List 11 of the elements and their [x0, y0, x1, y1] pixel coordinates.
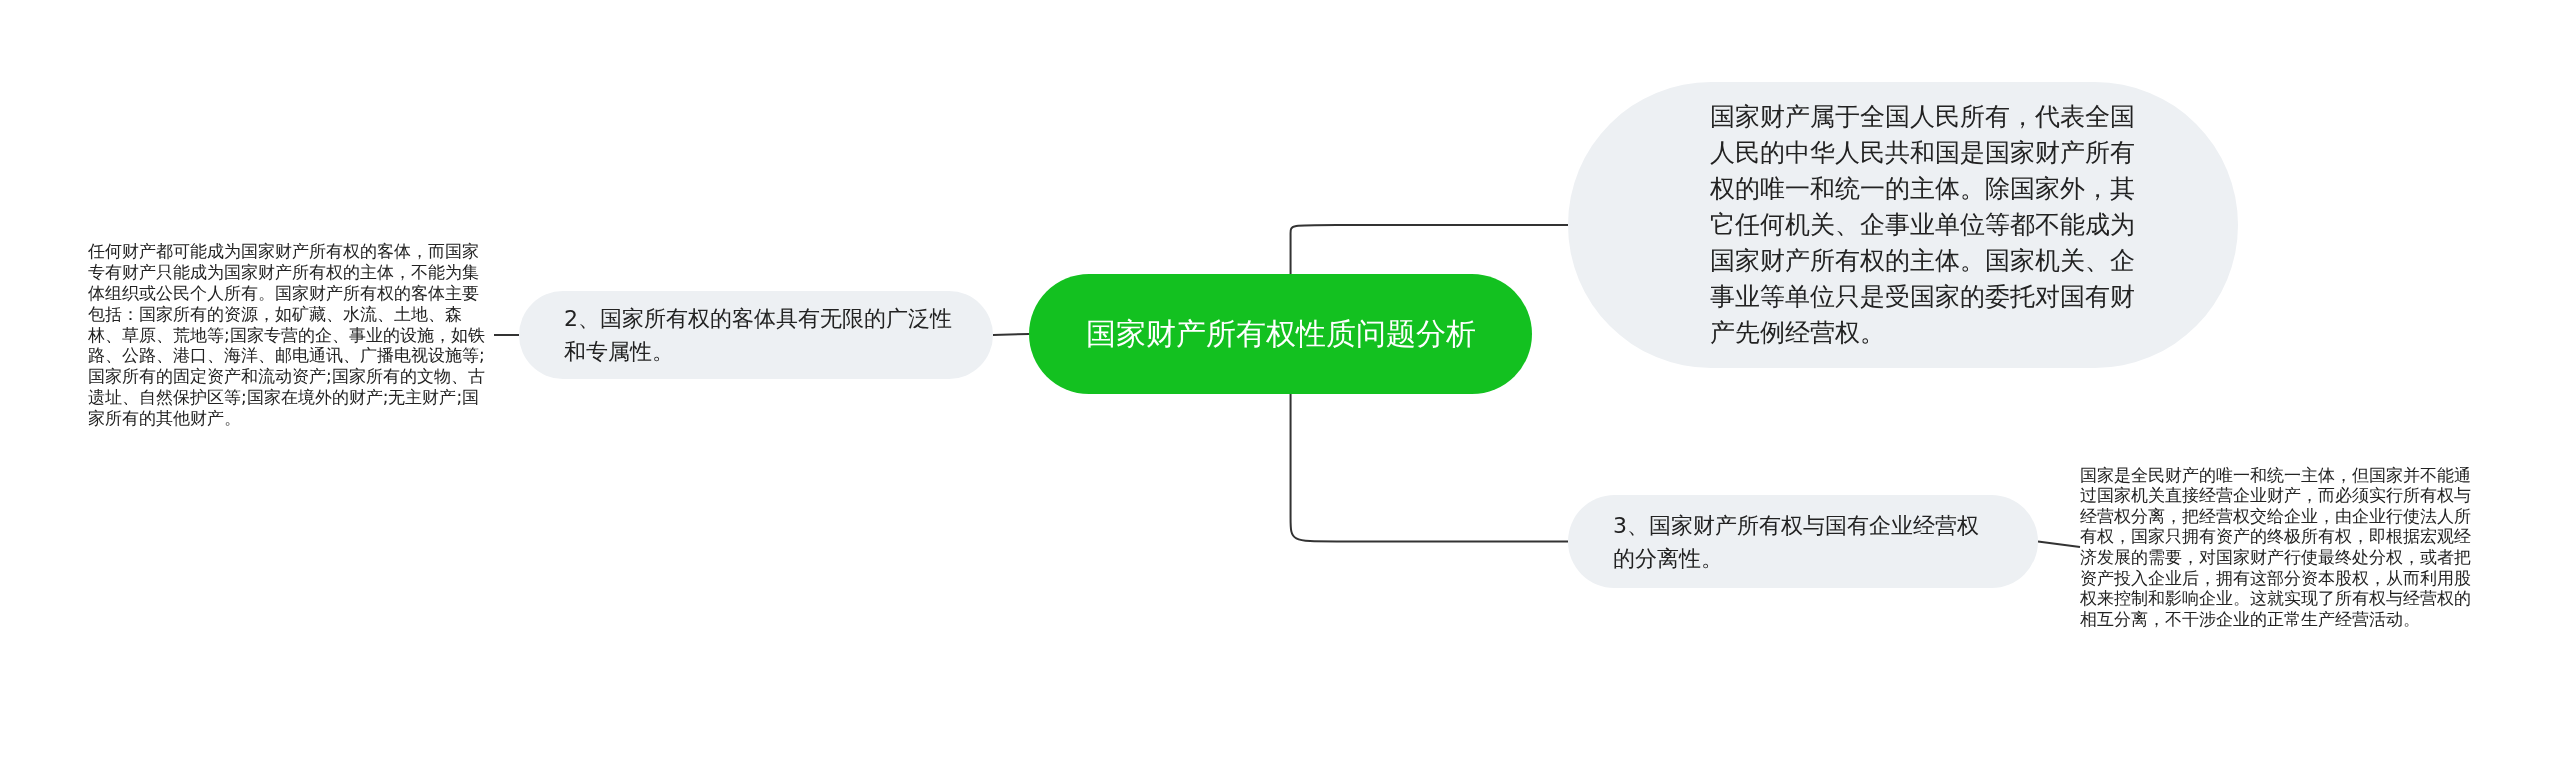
- connector-line: [1289, 224, 1569, 275]
- topic-text: 3、国家财产所有权与国有企业经营权的分离性。: [1613, 511, 1980, 573]
- connector-line: [1289, 393, 1569, 543]
- topic-text: 2、国家所有权的客体具有无限的广泛性和专属性。: [564, 305, 953, 366]
- note-text: 任何财产都可能成为国家财产所有权的客体，而国家专有财产只能成为国家财产所有权的主体，不能为集体组织或公民个人所有。国家财产所有权的客体主要包括：国家所有的资源，如矿藏、水流、土地、森林、草原、荒地等;国家专营的企、事业的设施，如铁路、公路、港口、海洋、邮电通讯、广播电视设施等;国家所有的固定资产和流动资产;国家所有的文物、古遗址、自然保护区等;国家在境外的财产;无主财产;国家所有的其他财产。: [88, 241, 486, 429]
- note-text: 国家是全民财产的唯一和统一主体，但国家并不能通过国家机关直接经营企业财产，而必须实行所有权与经营权分离，把经营权交给企业，由企业行使法人所有权，国家只拥有资产的终极所有权，即根据宏观经济发展的需要，对国家财产行使最终处分权，或者把资产投入企业后，拥有这部分资本股权，从而利用股权来控制和影响企业。这就实现了所有权与经营权的相互分离，不干涉企业的正常生产经营活动。: [2080, 464, 2472, 630]
- topic-text: 国家财产所有权性质问题分析: [1085, 315, 1476, 353]
- topic-text: 国家财产属于全国人民所有，代表全国人民的中华人民共和国是国家财产所有权的唯一和统一的主体。除国家外，其它任何机关、企事业单位等都不能成为国家财产所有权的主体。国家机关、企事业等单位只是受国家的委托对国有财产先例经营权。: [1710, 101, 2136, 349]
- connector-line: [493, 334, 520, 336]
- connector-line: [992, 333, 1030, 336]
- connector-line: [2037, 540, 2081, 548]
